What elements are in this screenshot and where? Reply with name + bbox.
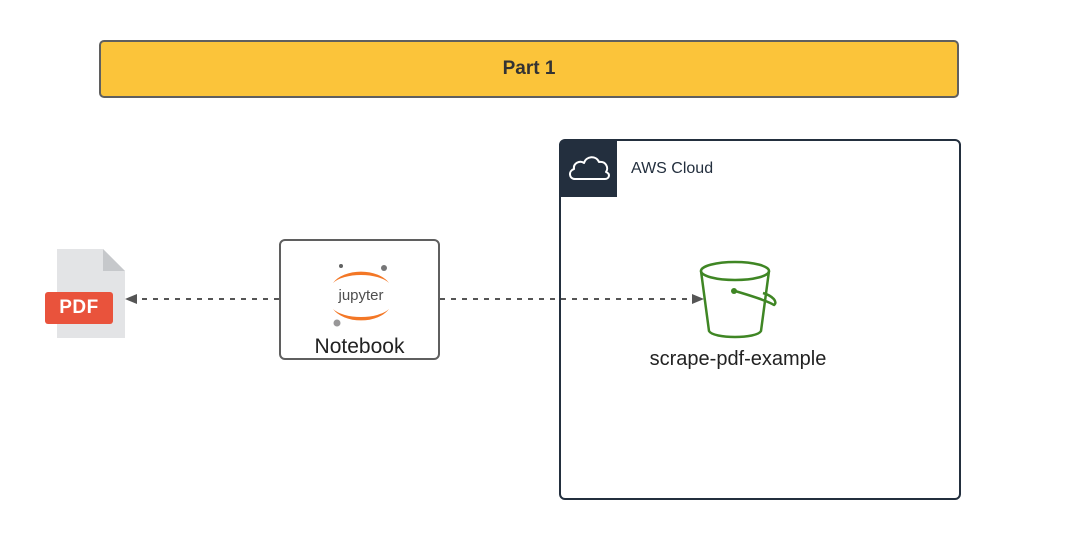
bucket-label: scrape-pdf-example (649, 348, 827, 370)
jupyter-logo-text: jupyter (337, 287, 383, 304)
part-banner-label: Part 1 (502, 58, 556, 79)
notebook-node: jupyter Notebook (279, 239, 440, 360)
jupyter-logo-icon: jupyter (330, 264, 392, 327)
notebook-label: Notebook (314, 335, 405, 358)
cloud-icon (569, 156, 610, 180)
aws-cloud-label: AWS Cloud (631, 160, 714, 177)
pdf-badge: PDF (45, 292, 113, 324)
aws-cloud-badge (561, 141, 617, 197)
part-banner: Part 1 (99, 40, 959, 98)
aws-cloud-group: AWS Cloud (559, 139, 961, 500)
pdf-badge-label: PDF (59, 297, 99, 318)
